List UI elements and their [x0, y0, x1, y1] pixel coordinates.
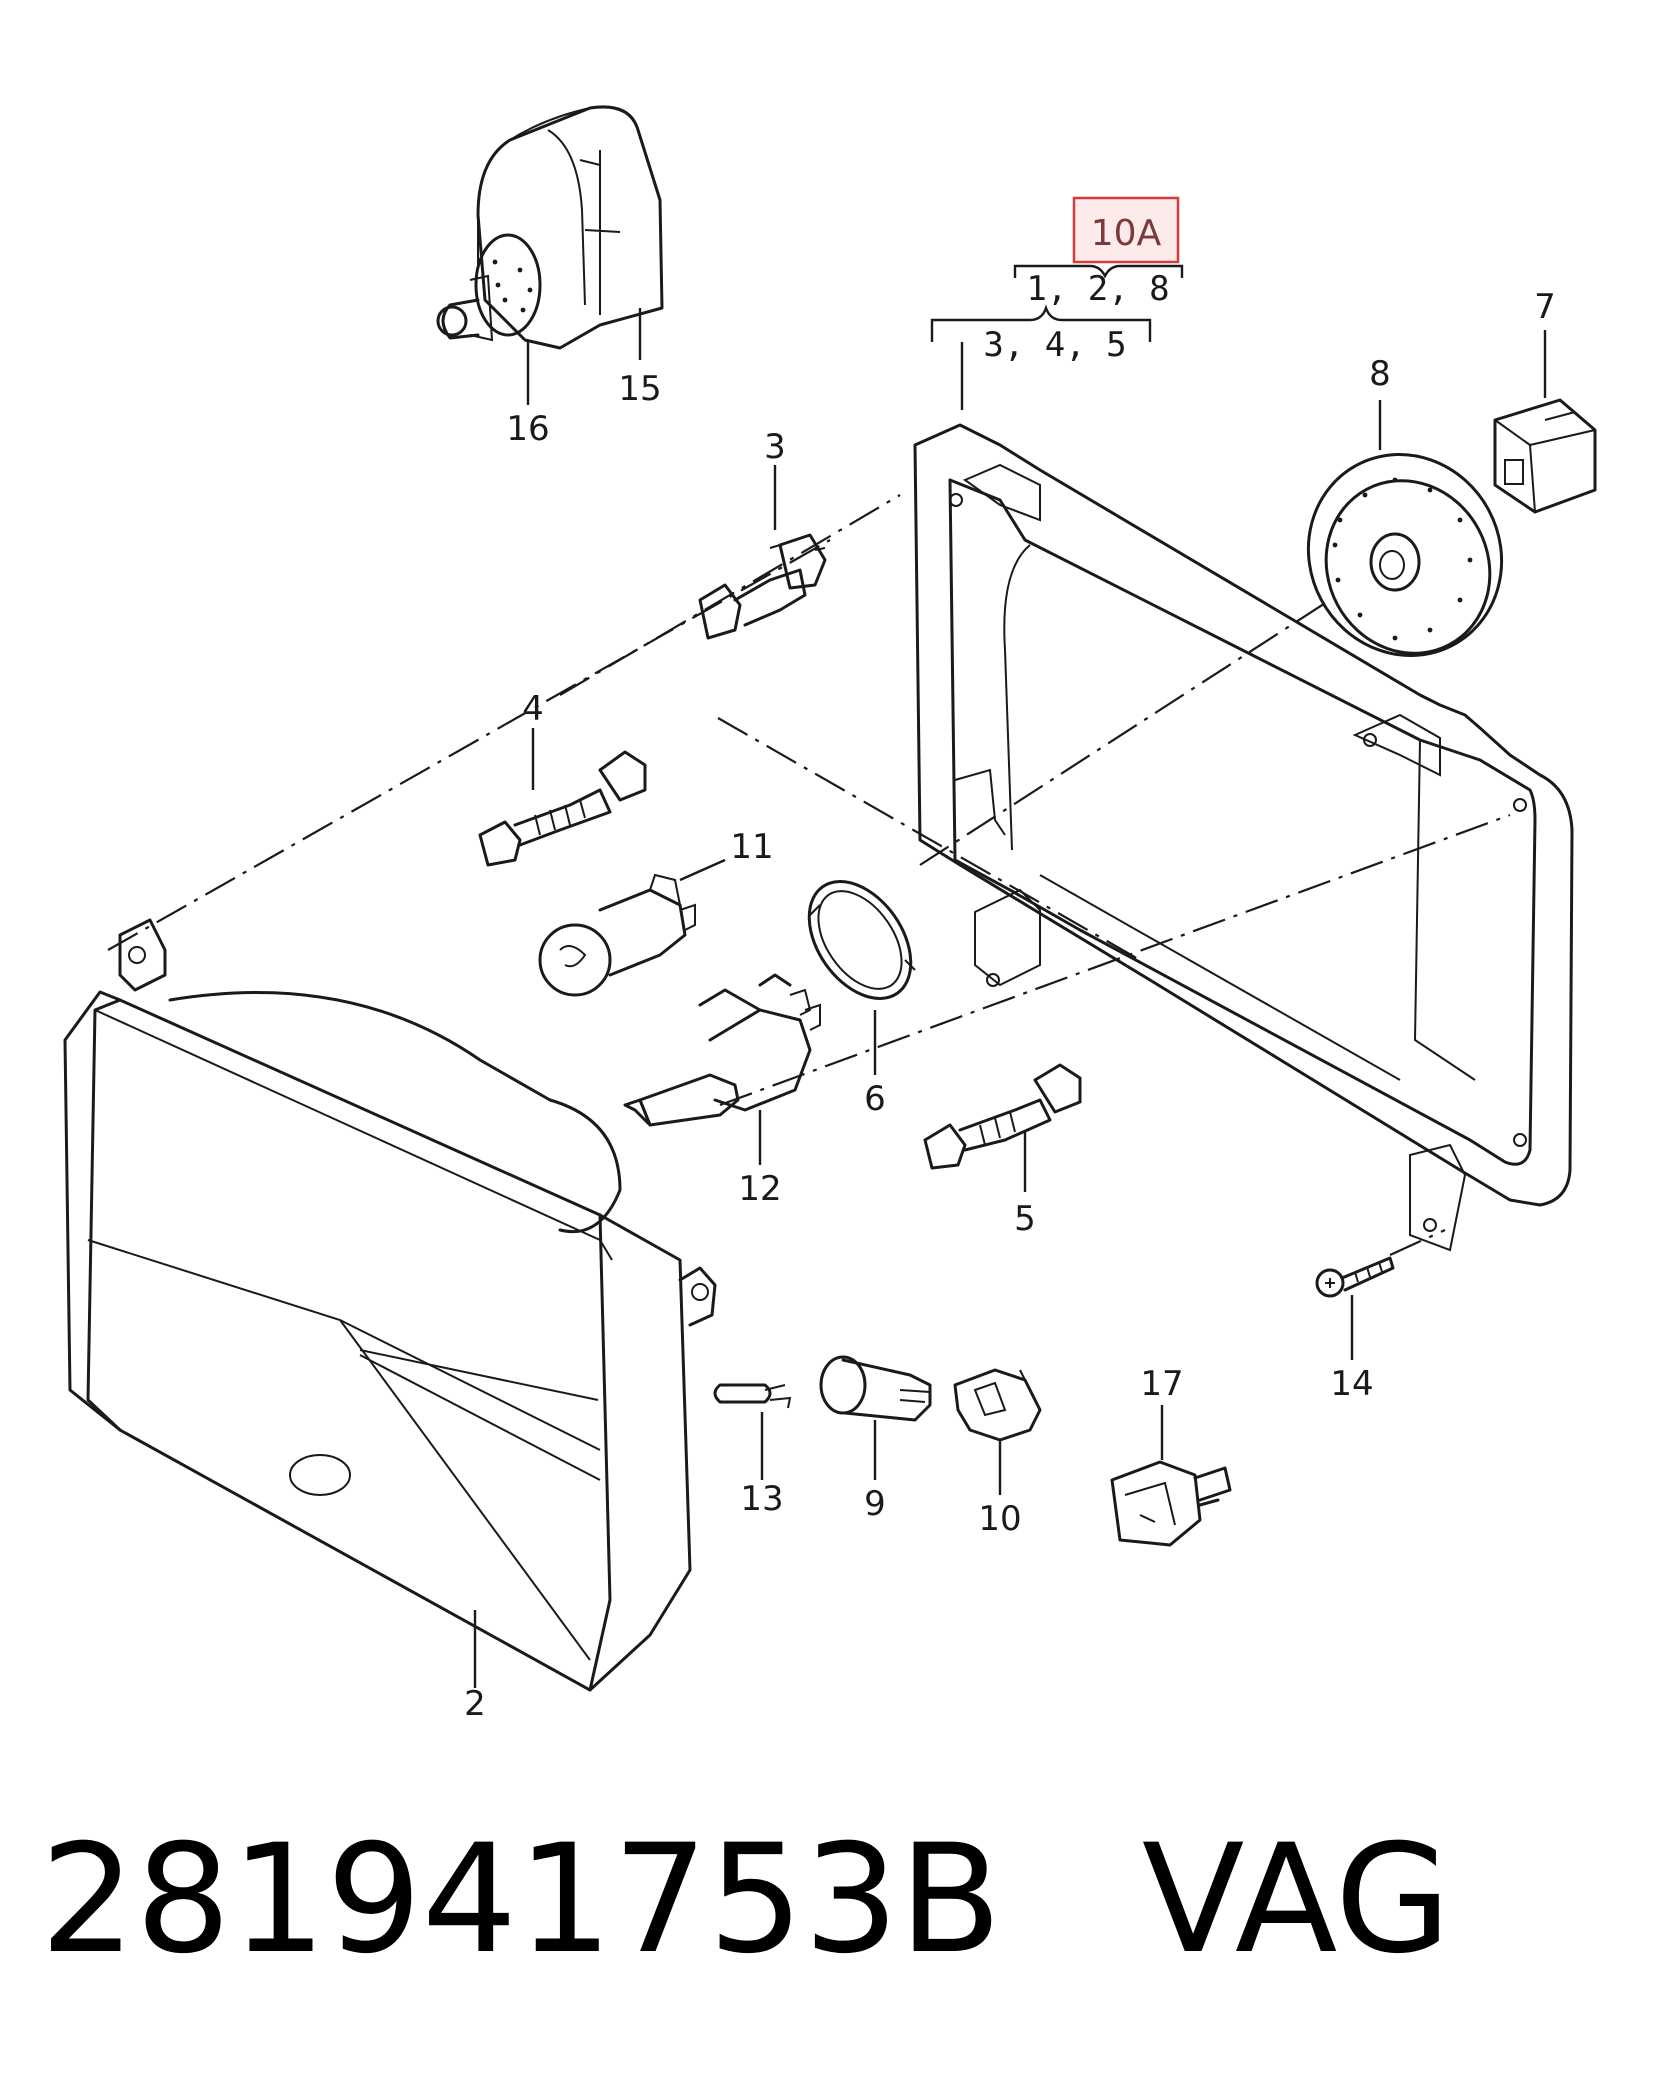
part-9-bulb-holder[interactable]	[819, 1355, 932, 1422]
part-8-dust-cap[interactable]	[1273, 420, 1537, 689]
part-4-adjuster-screw[interactable]	[478, 750, 647, 867]
part-13-side-bulb[interactable]	[713, 1383, 792, 1409]
part-7-connector[interactable]	[1493, 398, 1597, 514]
group-label-lower: 3, 4, 5	[983, 325, 1126, 365]
callout-8: 8	[1369, 354, 1391, 394]
callout-15: 15	[618, 369, 661, 409]
part-3-adjuster[interactable]	[698, 533, 827, 640]
callout-2: 2	[464, 1684, 486, 1724]
callout-4: 4	[522, 689, 544, 729]
callout-12: 12	[738, 1169, 781, 1209]
callout-11: 11	[730, 827, 773, 867]
part-2-headlight-lens[interactable]	[63, 918, 717, 1692]
part-12-h4-bulb[interactable]	[623, 973, 821, 1127]
part-10-connector[interactable]	[953, 1368, 1042, 1442]
callout-16: 16	[506, 409, 549, 449]
callout-6: 6	[864, 1079, 886, 1119]
callout-14: 14	[1330, 1364, 1373, 1404]
group-bracket-upper: 1, 2, 8	[1013, 264, 1184, 309]
part-number-footer: 281941753B VAG	[0, 1800, 1662, 2000]
headlight-mounting-frame[interactable]	[913, 423, 1574, 1252]
callout-10: 10	[978, 1499, 1021, 1539]
callout-7: 7	[1534, 287, 1556, 327]
callout-3: 3	[764, 427, 786, 467]
part-5-adjuster-screw[interactable]	[923, 1063, 1082, 1170]
part-6-retaining-spring[interactable]	[788, 863, 931, 1018]
callout-9: 9	[864, 1484, 886, 1524]
part-14-screw[interactable]	[1315, 1256, 1395, 1298]
callout-5: 5	[1014, 1199, 1036, 1239]
leader-11	[679, 858, 726, 882]
callout-13: 13	[740, 1479, 783, 1519]
highlight-group-label[interactable]: 10A	[1072, 196, 1180, 264]
part-16-bulb[interactable]	[436, 233, 542, 342]
part-number: 281941753B	[40, 1813, 1002, 1987]
part-17-connector[interactable]	[1110, 1460, 1232, 1547]
callout-17: 17	[1140, 1364, 1183, 1404]
highlight-label: 10A	[1091, 213, 1162, 254]
part-11-parking-bulb[interactable]	[538, 873, 696, 997]
brand-name: VAG	[1141, 1813, 1452, 1987]
group-label-upper: 1, 2, 8	[1026, 269, 1169, 309]
group-bracket-lower: 3, 4, 5	[930, 304, 1152, 410]
callout-numbers: 2 3 4 5 6 7 8 9 10 11 12 13 14 15 16 17	[464, 287, 1556, 1724]
assembly-lines	[107, 494, 1511, 1257]
part-15-socket-housing[interactable]	[476, 105, 664, 350]
